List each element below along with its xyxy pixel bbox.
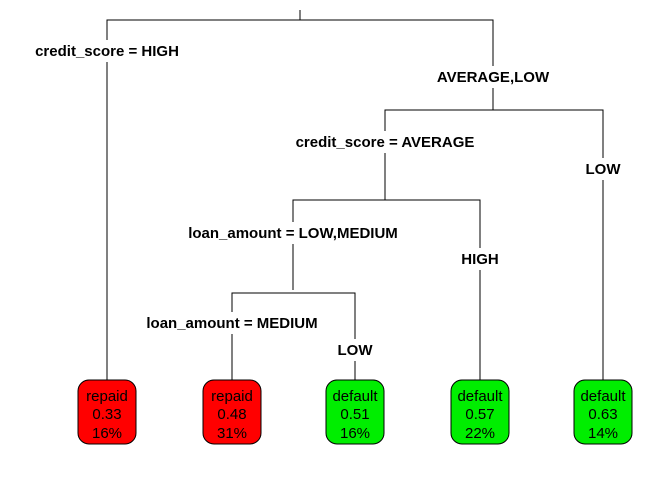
leaf-pct: 22% [465, 425, 495, 442]
split-label-low-credit: LOW [586, 161, 622, 178]
leaf-class: default [457, 388, 503, 405]
split-label-loan-amount-low-medium: loan_amount = LOW,MEDIUM [188, 225, 398, 242]
leaf-class: repaid [86, 388, 128, 405]
leaf-node: default 0.57 22% [450, 379, 510, 445]
tree-edges [106, 10, 604, 380]
leaf-node: default 0.63 14% [573, 379, 633, 445]
split-labels: credit_score = HIGH AVERAGE,LOW credit_s… [28, 40, 626, 361]
leaf-pct: 16% [92, 425, 122, 442]
leaf-prob: 0.63 [588, 406, 617, 423]
leaf-prob: 0.48 [217, 406, 246, 423]
leaf-box [77, 379, 137, 445]
leaf-pct: 31% [217, 425, 247, 442]
leaf-prob: 0.57 [465, 406, 494, 423]
leaf-prob: 0.51 [340, 406, 369, 423]
split-label-average-low: AVERAGE,LOW [437, 69, 550, 86]
split-label-credit-score-average: credit_score = AVERAGE [296, 134, 475, 151]
leaf-node: repaid 0.48 31% [202, 379, 262, 445]
leaf-box [202, 379, 262, 445]
leaf-class: default [580, 388, 626, 405]
leaf-pct: 14% [588, 425, 618, 442]
leaf-class: default [332, 388, 378, 405]
edge-n2-split [384, 109, 604, 380]
leaf-nodes: repaid 0.33 16% repaid 0.48 31% default … [77, 379, 633, 445]
split-label-loan-amount-medium: loan_amount = MEDIUM [146, 315, 317, 332]
leaf-class: repaid [211, 388, 253, 405]
split-label-credit-score-high: credit_score = HIGH [35, 43, 179, 60]
leaf-box [325, 379, 385, 445]
leaf-pct: 16% [340, 425, 370, 442]
split-label-low-loan: LOW [338, 342, 374, 359]
leaf-node: repaid 0.33 16% [77, 379, 137, 445]
leaf-box [450, 379, 510, 445]
split-label-high-loan: HIGH [461, 251, 499, 268]
leaf-prob: 0.33 [92, 406, 121, 423]
leaf-node: default 0.51 16% [325, 379, 385, 445]
leaf-box [573, 379, 633, 445]
edge-n4-split [231, 292, 356, 380]
edge-root-split [106, 19, 494, 380]
edge-n3-split [292, 199, 481, 380]
